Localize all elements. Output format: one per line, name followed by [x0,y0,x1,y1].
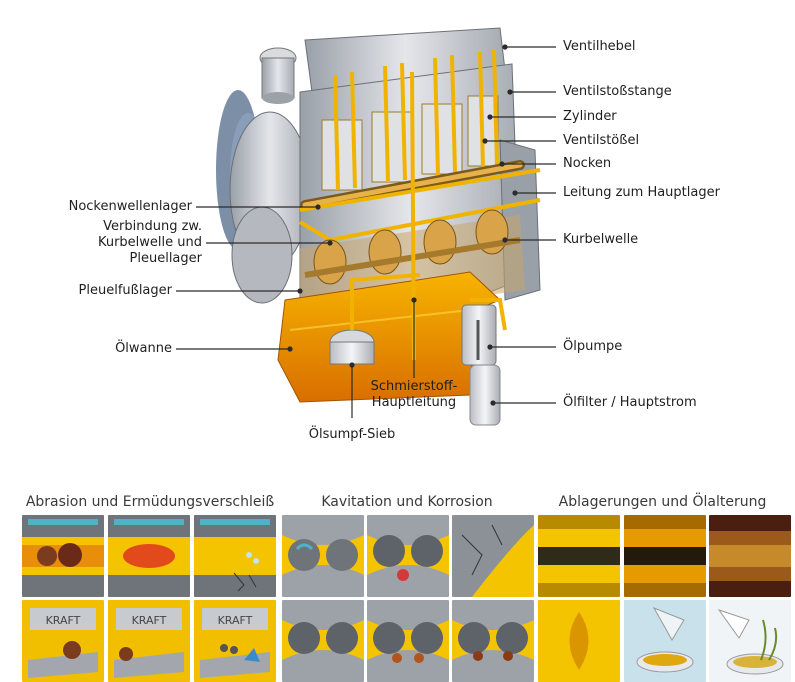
tile-ablagerungen-4 [538,600,620,682]
tile-kavitation-6 [452,600,534,682]
tile-kavitation-1 [282,515,364,597]
tile-kavitation-4 [282,600,364,682]
tile-text-kraft: KRAFT [132,614,167,627]
tile-text-kraft: KRAFT [218,614,253,627]
label-pleuelfusslager: Pleuelfußlager [78,283,172,298]
tile-ablagerungen-6 [709,600,791,682]
tile-abrasion-6: KRAFT [194,600,276,682]
label-schmierstoff: Schmierstoff-Hauptleitung [370,379,458,410]
label-kurbelwelle: Kurbelwelle [563,232,639,247]
label-nocken: Nocken [563,156,612,171]
tile-abrasion-5: KRAFT [108,600,190,682]
label-ventilhebel: Ventilhebel [563,39,636,54]
label-oelwanne: Ölwanne [115,341,172,356]
section-title-kavitation: Kavitation und Korrosion [321,494,493,510]
tile-abrasion-4: KRAFT [22,600,104,682]
tile-ablagerungen-5 [624,600,706,682]
tile-abrasion-2 [108,515,190,597]
section-title-ablagerungen: Ablagerungen und Ölalterung [558,494,767,510]
label-leitung-hauptlager: Leitung zum Hauptlager [563,185,720,200]
label-ventilstossstange: Ventilstoßstange [563,84,672,99]
valve-train [321,49,499,191]
label-oelfilter: Ölfilter / Hauptstrom [563,395,697,410]
tile-ablagerungen-1 [538,515,620,597]
tile-abrasion-1 [22,515,104,597]
label-ventilstoessel: Ventilstößel [563,133,640,148]
label-oelpumpe: Ölpumpe [563,339,623,354]
label-zylinder: Zylinder [563,109,617,124]
tile-text-kraft: KRAFT [46,614,81,627]
tile-ablagerungen-2 [624,515,706,597]
tile-ablagerungen-3 [709,515,791,597]
tile-kavitation-5 [367,600,449,682]
tile-kavitation-3 [452,515,534,597]
label-oelsumpf: Ölsumpf-Sieb [308,427,396,442]
tile-abrasion-3 [194,515,276,597]
label-nockenwellenlager: Nockenwellenlager [68,199,192,214]
tile-kavitation-2 [367,515,449,597]
label-verbindung: Verbindung zw. Kurbelwelle und Pleuellag… [97,219,202,266]
section-title-abrasion: Abrasion und Ermüdungsverschleiß [25,494,275,510]
